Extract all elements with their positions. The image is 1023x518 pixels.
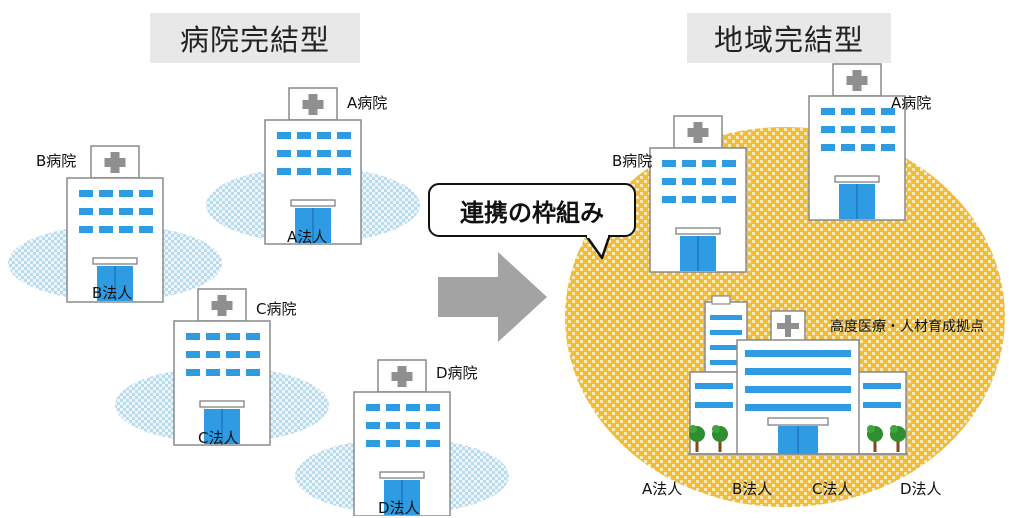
label-right-hospital-b: B病院 <box>612 152 653 170</box>
left-title: 病院完結型 <box>179 23 330 57</box>
label-corp-a: A法人 <box>287 228 328 246</box>
label-hospital-a: A病院 <box>347 94 388 112</box>
label-corp-b: B法人 <box>92 284 133 302</box>
label-corp-c: C法人 <box>198 429 239 447</box>
label-hospital-c: C病院 <box>256 300 297 318</box>
left-title-box: 病院完結型 <box>150 13 360 63</box>
label-hospital-b: B病院 <box>36 152 77 170</box>
label-right-corp-b: B法人 <box>732 480 773 498</box>
hub-hospital-building <box>688 295 908 455</box>
hospital-b-building <box>66 145 164 303</box>
label-right-corp-a: A法人 <box>642 480 683 498</box>
right-title: 地域完結型 <box>713 23 864 57</box>
label-hospital-d: D病院 <box>436 364 478 382</box>
hospital-d-building <box>353 359 451 516</box>
label-hub: 高度医療・人材育成拠点 <box>830 319 984 335</box>
collaboration-callout: 連携の枠組み <box>428 183 636 237</box>
label-right-corp-c: C法人 <box>812 480 853 498</box>
label-right-corp-d: D法人 <box>900 480 942 498</box>
label-right-hospital-a: A病院 <box>891 94 932 112</box>
callout-text: 連携の枠組み <box>460 198 604 227</box>
right-hospital-a-building <box>808 63 906 221</box>
label-corp-d: D法人 <box>378 499 420 517</box>
transition-arrow <box>438 252 547 342</box>
right-title-box: 地域完結型 <box>687 13 891 63</box>
